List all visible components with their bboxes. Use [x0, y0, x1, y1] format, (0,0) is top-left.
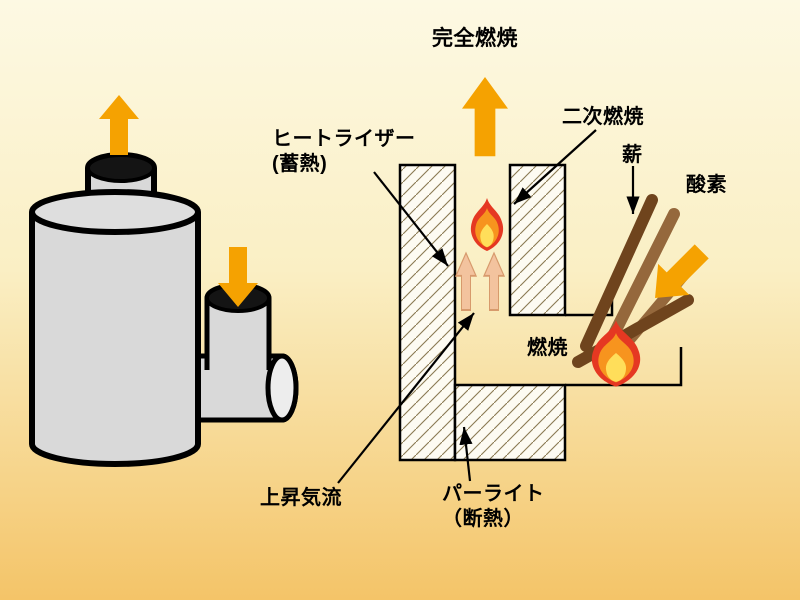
- stove-body-top: [29, 189, 201, 235]
- stove-chimney-cap: [86, 153, 156, 183]
- feed-tube-floor-line: [565, 347, 683, 387]
- updraft-pointer: [337, 312, 475, 484]
- perlite-pointer: [459, 426, 473, 482]
- stove-body: [29, 212, 201, 467]
- stove-illustration: [29, 95, 299, 467]
- label-heat-riser-line2: (蓄熱): [272, 153, 328, 175]
- label-firewood: 薪: [622, 144, 643, 166]
- insulation-base: [453, 383, 567, 462]
- exhaust-arrow-icon: [462, 77, 508, 157]
- stove-side-pipe-opening: [265, 353, 299, 423]
- label-perlite: パーライト （断熱）: [442, 482, 545, 532]
- label-secondary-combustion: 二次燃焼: [562, 106, 644, 128]
- wood-stick: [580, 194, 658, 352]
- stove-cross-section: [337, 77, 718, 484]
- insulation-right-wall: [508, 163, 567, 317]
- stove-exhaust-arrow-icon: [99, 95, 139, 155]
- heat-riser-pointer: [373, 171, 449, 267]
- secondary-combustion-pointer: [513, 129, 597, 205]
- secondary-flame-icon: [470, 198, 504, 251]
- label-perlite-line2: （断熱）: [442, 508, 524, 530]
- label-perlite-line1: パーライト: [442, 483, 545, 505]
- label-complete-combustion: 完全燃焼: [432, 27, 518, 50]
- updraft-arrow-icon: [455, 252, 477, 311]
- updraft-arrow-icon: [483, 252, 505, 311]
- label-heat-riser: ヒートライザー (蓄熱): [272, 127, 416, 177]
- label-oxygen: 酸素: [686, 174, 727, 196]
- label-updraft: 上昇気流: [260, 487, 342, 509]
- insulation-left-wall: [398, 163, 457, 462]
- label-heat-riser-line1: ヒートライザー: [272, 128, 416, 150]
- label-combustion: 燃焼: [527, 337, 568, 359]
